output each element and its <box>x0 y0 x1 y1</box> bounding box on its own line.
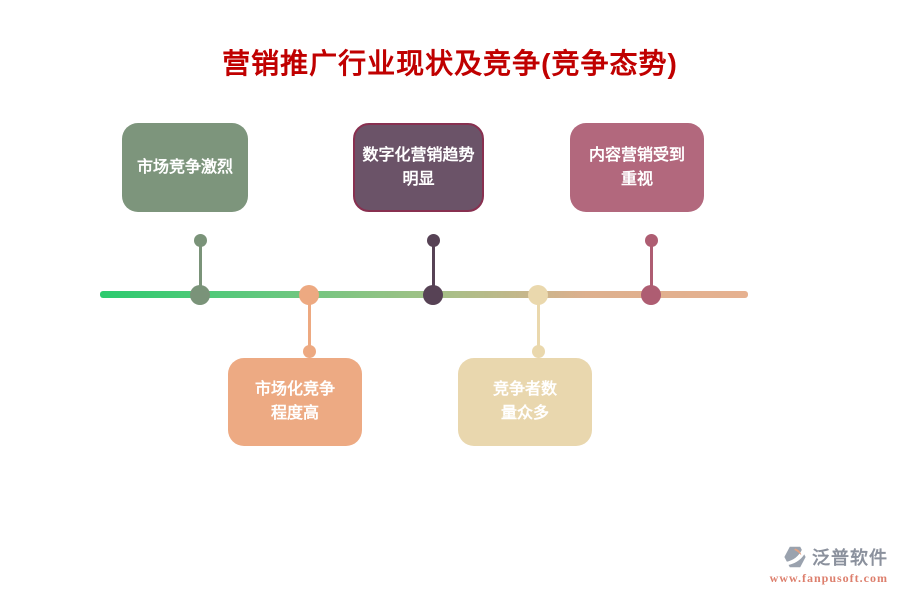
connector-line <box>199 240 202 295</box>
milestone-dot <box>194 234 207 247</box>
milestone-box: 市场竞争激烈 <box>122 123 248 212</box>
milestone-box: 市场化竞争 程度高 <box>228 358 362 446</box>
milestone-box: 竞争者数 量众多 <box>458 358 592 446</box>
milestone-node <box>641 285 661 305</box>
fanpu-logo-icon <box>782 544 808 570</box>
milestone-node <box>190 285 210 305</box>
connector-line <box>537 295 540 351</box>
milestone-dot <box>645 234 658 247</box>
milestone-dot <box>427 234 440 247</box>
brand-watermark: 泛普软件 www.fanpusoft.com <box>770 544 888 586</box>
brand-name: 泛普软件 <box>812 548 888 568</box>
milestone-node <box>423 285 443 305</box>
connector-line <box>650 240 653 295</box>
milestone-node <box>528 285 548 305</box>
milestone-box: 数字化营销趋势 明显 <box>353 123 484 212</box>
milestone-box: 内容营销受到 重视 <box>570 123 704 212</box>
milestone-dot <box>532 345 545 358</box>
connector-line <box>432 240 435 295</box>
milestone-node <box>299 285 319 305</box>
brand-url: www.fanpusoft.com <box>769 571 888 585</box>
milestone-dot <box>303 345 316 358</box>
connector-line <box>308 295 311 351</box>
page-title: 营销推广行业现状及竞争(竞争态势) <box>222 48 678 79</box>
